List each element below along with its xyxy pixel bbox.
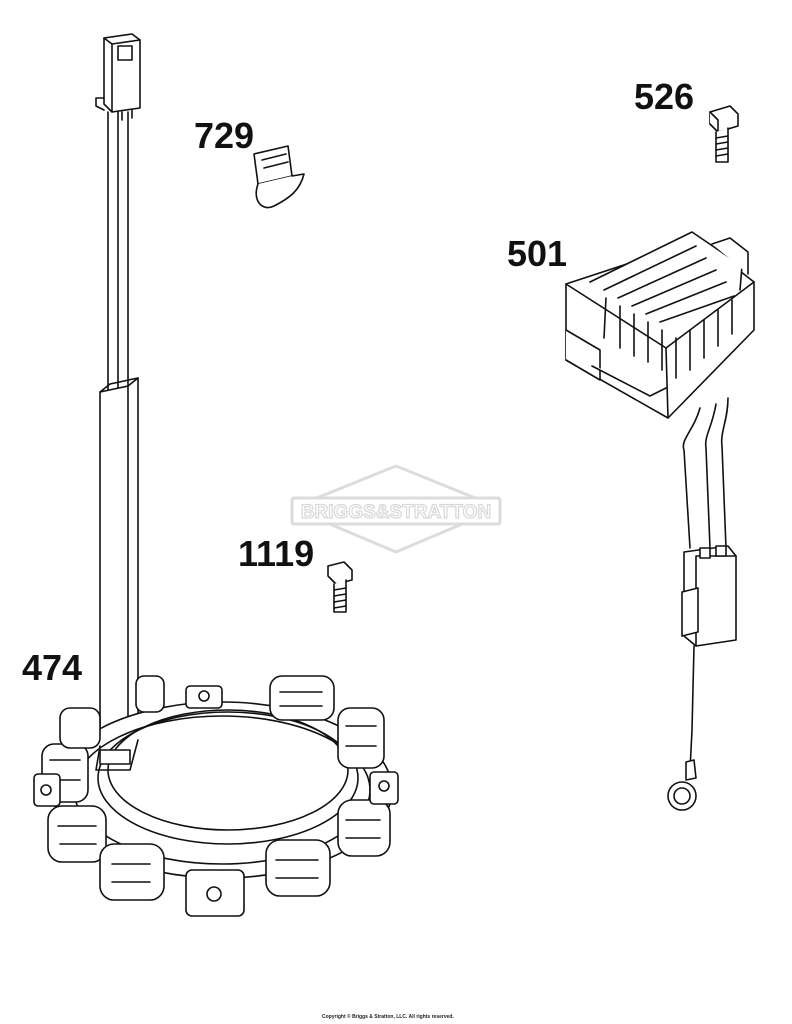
stator-474 bbox=[33, 33, 399, 917]
part-number-526: 526 bbox=[634, 76, 695, 117]
part-number-501: 501 bbox=[507, 233, 568, 274]
watermark-text: BRIGGS&STRATTON bbox=[301, 502, 491, 523]
part-number-1119: 1119 bbox=[238, 533, 315, 574]
part-number-729: 729 bbox=[194, 115, 255, 156]
regulator-501 bbox=[565, 231, 755, 811]
clip-729 bbox=[253, 145, 305, 209]
bolt-526 bbox=[709, 105, 739, 163]
part-number-474: 474 bbox=[22, 647, 83, 688]
bolt-1119 bbox=[327, 561, 353, 613]
brand-watermark: BRIGGS&STRATTON bbox=[290, 464, 502, 554]
copyright-notice: Copyright © Briggs & Stratton, LLC. All … bbox=[322, 1014, 454, 1020]
